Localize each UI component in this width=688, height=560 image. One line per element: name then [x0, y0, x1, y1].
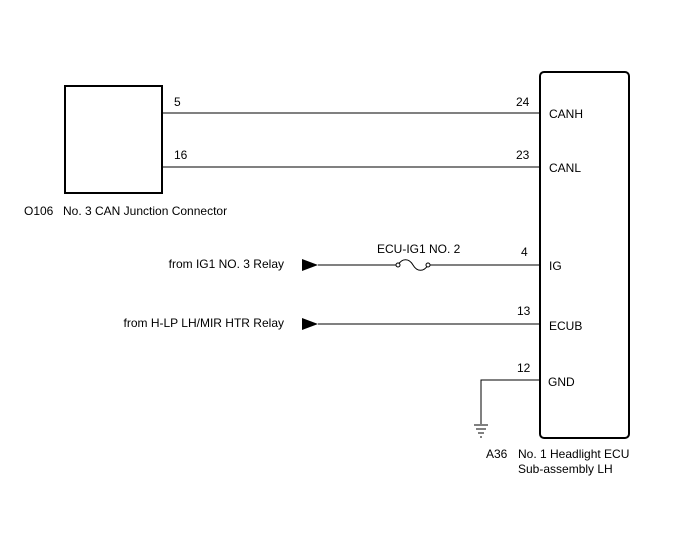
o106-pin-canh: 5	[174, 95, 181, 109]
a36-terminal-ecub: ECUB	[549, 319, 582, 333]
a36-terminal-canh: CANH	[549, 107, 583, 121]
a36-terminal-ig: IG	[549, 259, 562, 273]
a36-pin-13: 13	[517, 304, 531, 318]
o106-connector-box	[64, 85, 163, 194]
o106-name: No. 3 CAN Junction Connector	[63, 204, 227, 218]
o106-code: O106	[24, 204, 54, 218]
a36-name-line2: Sub-assembly LH	[518, 462, 613, 476]
a36-pin-4: 4	[521, 245, 528, 259]
o106-pin-canl: 16	[174, 148, 188, 162]
a36-terminal-gnd: GND	[548, 375, 575, 389]
ig-arrow-icon	[302, 259, 318, 271]
a36-pin-23: 23	[516, 148, 530, 162]
a36-pin-12: 12	[517, 361, 531, 375]
fuse-terminal-left	[395, 262, 401, 268]
fuse-label: ECU-IG1 NO. 2	[377, 242, 461, 256]
a36-name-line1: No. 1 Headlight ECU	[518, 447, 629, 461]
ground-icon	[474, 424, 488, 438]
ig-source-label: from IG1 NO. 3 Relay	[169, 257, 284, 271]
gnd-wire	[480, 379, 540, 424]
ecub-source-label: from H-LP LH/MIR HTR Relay	[124, 316, 284, 330]
fuse-terminal-right	[425, 262, 431, 268]
a36-ecu-box	[539, 71, 630, 439]
ecub-arrow-icon	[302, 318, 318, 330]
a36-pin-24: 24	[516, 95, 530, 109]
fuse-icon	[397, 259, 429, 271]
a36-terminal-canl: CANL	[549, 161, 581, 175]
a36-code: A36	[486, 447, 508, 461]
